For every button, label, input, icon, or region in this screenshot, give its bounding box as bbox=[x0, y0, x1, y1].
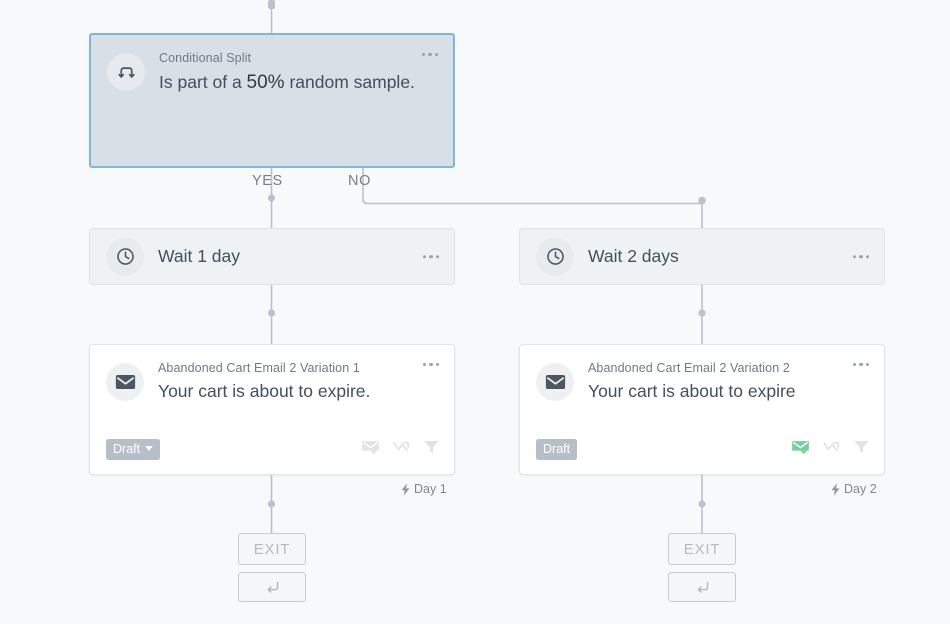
split-title-suffix: random sample. bbox=[284, 72, 415, 92]
envelope-check-icon[interactable] bbox=[361, 439, 380, 460]
envelope-icon bbox=[536, 363, 574, 401]
split-title-prefix: Is part of a bbox=[159, 72, 247, 92]
loop-button-right[interactable] bbox=[668, 572, 736, 602]
lightning-bolt-icon bbox=[831, 482, 840, 496]
email-left-status-label: Draft bbox=[113, 441, 141, 456]
node-wait-left[interactable]: Wait 1 day bbox=[89, 228, 455, 285]
split-branch-icon bbox=[107, 53, 145, 91]
clock-icon bbox=[536, 237, 574, 276]
email-right-title: Your cart is about to expire bbox=[588, 381, 796, 401]
wait-right-head: Wait 2 days bbox=[520, 229, 884, 284]
conditional-split-label: Conditional Split bbox=[159, 51, 252, 65]
loop-button-left[interactable] bbox=[238, 572, 306, 602]
wait-left-kebab-menu-icon[interactable] bbox=[420, 251, 442, 262]
connector-no-node bbox=[698, 196, 706, 205]
split-path-icon[interactable] bbox=[392, 440, 411, 459]
email-right-footer-icons bbox=[791, 439, 870, 460]
email-left-day-label: Day 1 bbox=[401, 482, 447, 496]
connector-left-email-exit-node bbox=[267, 500, 276, 508]
email-right-status-label: Draft bbox=[543, 441, 571, 456]
connector-right-wait-email-node bbox=[698, 309, 706, 317]
clock-icon bbox=[106, 237, 144, 276]
email-right-kebab-menu-icon[interactable] bbox=[850, 359, 872, 370]
conditional-split-text: Conditional Split Is part of a 50% rando… bbox=[159, 51, 439, 95]
branch-label-no: NO bbox=[348, 173, 371, 189]
email-left-footer-icons bbox=[361, 439, 440, 460]
email-left-footer: Draft bbox=[106, 438, 440, 460]
connector-left-wait-email-node bbox=[267, 309, 276, 317]
connector-no bbox=[362, 168, 703, 228]
branch-label-yes: YES bbox=[252, 173, 283, 189]
return-arrow-icon bbox=[267, 581, 278, 593]
connector-yes-node bbox=[267, 194, 276, 202]
email-right-status-badge[interactable]: Draft bbox=[536, 438, 578, 460]
connector-right-email-exit-node bbox=[698, 500, 706, 508]
exit-button-left[interactable]: EXIT bbox=[238, 533, 306, 565]
return-arrow-icon bbox=[697, 581, 708, 593]
node-conditional-split[interactable]: Conditional Split Is part of a 50% rando… bbox=[89, 33, 455, 168]
wait-right-title: Wait 2 days bbox=[588, 245, 679, 266]
node-email-left[interactable]: Abandoned Cart Email 2 Variation 1 Your … bbox=[89, 344, 455, 475]
chevron-down-icon bbox=[145, 446, 154, 452]
node-wait-right[interactable]: Wait 2 days bbox=[519, 228, 885, 285]
envelope-icon bbox=[106, 363, 144, 401]
conditional-split-head: Conditional Split Is part of a 50% rando… bbox=[91, 35, 453, 95]
wait-right-kebab-menu-icon[interactable] bbox=[850, 251, 872, 262]
email-right-day-text: Day 2 bbox=[844, 482, 877, 496]
connector-top-node bbox=[268, 0, 275, 9]
email-left-status-badge[interactable]: Draft bbox=[106, 438, 161, 460]
exit-button-right[interactable]: EXIT bbox=[668, 533, 736, 565]
email-right-footer: Draft bbox=[536, 438, 870, 460]
email-left-day-text: Day 1 bbox=[414, 482, 447, 496]
email-right-head: Abandoned Cart Email 2 Variation 2 Your … bbox=[520, 345, 884, 403]
email-left-kebab-menu-icon[interactable] bbox=[420, 359, 442, 370]
wait-left-title: Wait 1 day bbox=[158, 245, 241, 266]
split-percent: 50% bbox=[246, 72, 285, 93]
wait-left-text: Wait 1 day bbox=[158, 246, 440, 268]
email-left-head: Abandoned Cart Email 2 Variation 1 Your … bbox=[90, 345, 454, 403]
email-left-label: Abandoned Cart Email 2 Variation 1 bbox=[158, 361, 360, 375]
node-email-right[interactable]: Abandoned Cart Email 2 Variation 2 Your … bbox=[519, 344, 885, 475]
filter-funnel-icon[interactable] bbox=[423, 439, 440, 460]
email-right-day-label: Day 2 bbox=[831, 482, 877, 496]
filter-funnel-icon[interactable] bbox=[853, 439, 870, 460]
conditional-split-kebab-menu-icon[interactable] bbox=[419, 49, 441, 60]
envelope-check-icon[interactable] bbox=[791, 439, 810, 460]
lightning-bolt-icon bbox=[401, 482, 410, 496]
email-left-text: Abandoned Cart Email 2 Variation 1 Your … bbox=[158, 361, 440, 403]
split-path-icon[interactable] bbox=[822, 440, 841, 459]
email-left-title: Your cart is about to expire. bbox=[158, 381, 371, 401]
wait-right-text: Wait 2 days bbox=[588, 246, 870, 268]
email-right-label: Abandoned Cart Email 2 Variation 2 bbox=[588, 361, 790, 375]
email-right-text: Abandoned Cart Email 2 Variation 2 Your … bbox=[588, 361, 870, 403]
wait-left-head: Wait 1 day bbox=[90, 229, 454, 284]
conditional-split-title: Is part of a 50% random sample. bbox=[159, 71, 439, 95]
